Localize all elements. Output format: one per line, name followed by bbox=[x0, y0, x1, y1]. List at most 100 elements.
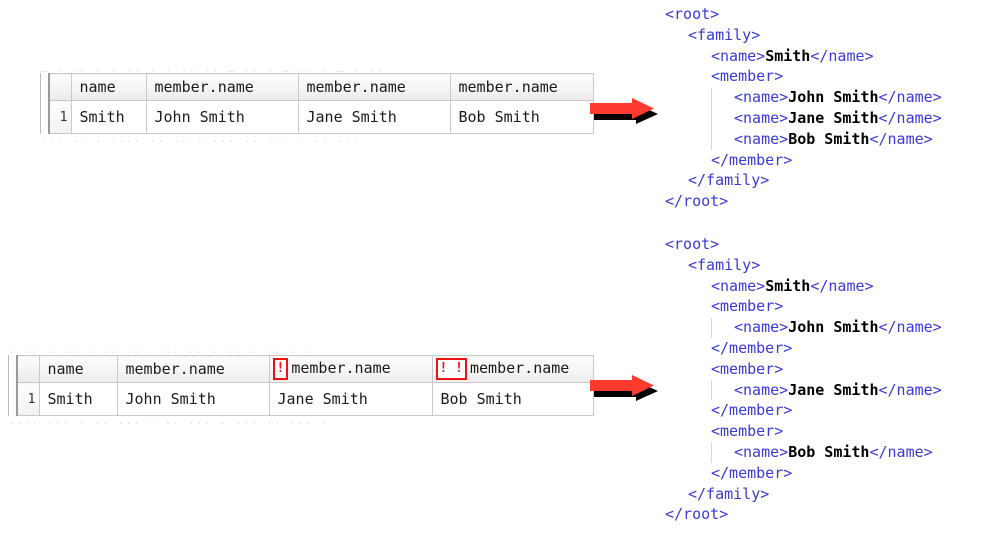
xml-tag: </name> bbox=[810, 46, 874, 65]
xml-tag: </name> bbox=[878, 88, 942, 107]
xml-tag: </root> bbox=[665, 192, 729, 211]
column-header-member-name-2[interactable]: !member.name bbox=[269, 355, 433, 383]
column-header-name[interactable]: name bbox=[39, 355, 118, 383]
xml-output-multi-member: <root><family><name>Smith</name><member>… bbox=[665, 234, 942, 525]
row-number-header bbox=[17, 355, 40, 383]
xml-tag: </member> bbox=[711, 150, 793, 169]
xml-indent-guide bbox=[711, 443, 712, 463]
xml-indent-guide bbox=[711, 88, 712, 150]
xml-line: <name>Bob Smith</name> bbox=[665, 129, 942, 150]
xml-tag: </name> bbox=[810, 276, 874, 295]
cell-member-name-2[interactable]: Jane Smith bbox=[298, 100, 451, 134]
arrow-bottom bbox=[590, 372, 662, 406]
xml-tag: </name> bbox=[878, 380, 942, 399]
xml-line: </family> bbox=[665, 170, 942, 191]
xml-tag: <name> bbox=[734, 442, 789, 461]
error-marker-icon[interactable]: ! bbox=[272, 358, 289, 380]
clipped-text-below-table-top: ··· ·· · ···· ·· ·· · ··· ·· ··· · ·· ··… bbox=[40, 135, 361, 145]
xml-tag: </name> bbox=[869, 442, 933, 461]
column-header-label: member.name bbox=[469, 359, 570, 377]
table-row[interactable]: 1 Smith John Smith Jane Smith Bob Smith bbox=[49, 100, 594, 134]
xml-tag: </name> bbox=[869, 129, 933, 148]
xml-line: <name>Bob Smith</name> bbox=[665, 442, 942, 463]
xml-tag: <name> bbox=[734, 318, 789, 337]
xml-line: <member> bbox=[665, 66, 942, 87]
xml-text-value: Jane Smith bbox=[788, 380, 879, 399]
table-left-gutter-bar bbox=[8, 355, 18, 416]
row-number-cell: 1 bbox=[49, 100, 72, 134]
column-header-member-name-1[interactable]: member.name bbox=[146, 73, 299, 101]
xml-tag: </family> bbox=[688, 484, 770, 503]
column-header-member-name-3[interactable]: member.name bbox=[450, 73, 594, 101]
xml-line: <family> bbox=[665, 25, 942, 46]
cell-name[interactable]: Smith bbox=[39, 382, 118, 416]
xml-text-value: Smith bbox=[765, 276, 811, 295]
xml-tag: <member> bbox=[711, 359, 784, 378]
xml-line: </root> bbox=[665, 504, 942, 525]
xml-tag: <name> bbox=[734, 108, 789, 127]
column-header-label: member.name bbox=[291, 359, 391, 377]
xml-tag: <family> bbox=[688, 25, 761, 44]
xml-tag: </member> bbox=[711, 401, 793, 420]
xml-tag: <family> bbox=[688, 255, 761, 274]
cell-member-name-3[interactable]: Bob Smith bbox=[432, 382, 594, 416]
xml-line: <name>Jane Smith</name> bbox=[665, 380, 942, 401]
table-widget-bottom: · ·· · ·· · ·· ·· · ·· ·· · ·· · ·· · · … bbox=[8, 346, 594, 427]
cell-member-name-1[interactable]: John Smith bbox=[117, 382, 270, 416]
result-grid-top[interactable]: name member.name member.name member.name… bbox=[49, 73, 594, 134]
table-header-row: name member.name !member.name ! !member.… bbox=[17, 355, 594, 383]
cell-name[interactable]: Smith bbox=[71, 100, 147, 134]
xml-line: <member> bbox=[665, 296, 942, 317]
xml-text-value: John Smith bbox=[788, 88, 879, 107]
xml-tag: <root> bbox=[665, 5, 720, 23]
xml-text-value: Jane Smith bbox=[788, 108, 879, 127]
xml-line: </member> bbox=[665, 463, 942, 484]
cell-member-name-2[interactable]: Jane Smith bbox=[269, 382, 433, 416]
xml-tag: <name> bbox=[734, 129, 789, 148]
xml-tag: </name> bbox=[878, 108, 942, 127]
xml-tag: <root> bbox=[665, 235, 720, 253]
xml-tag: <name> bbox=[711, 276, 766, 295]
arrow-right-icon bbox=[590, 98, 658, 124]
xml-tag: <name> bbox=[734, 88, 789, 107]
xml-line: <member> bbox=[665, 359, 942, 380]
column-header-member-name-1[interactable]: member.name bbox=[117, 355, 270, 383]
cell-member-name-3[interactable]: Bob Smith bbox=[450, 100, 594, 134]
row-number-cell: 1 bbox=[17, 382, 40, 416]
xml-line: </member> bbox=[665, 150, 942, 171]
column-header-name[interactable]: name bbox=[71, 73, 147, 101]
xml-line: <name>John Smith</name> bbox=[665, 317, 942, 338]
xml-tag: </name> bbox=[878, 318, 942, 337]
xml-tag: </family> bbox=[688, 171, 770, 190]
xml-tag: </member> bbox=[711, 463, 793, 482]
xml-output-single-member: <root><family><name>Smith</name><member>… bbox=[665, 4, 942, 212]
xml-line: <name>Smith</name> bbox=[665, 46, 942, 67]
xml-line: <name>John Smith</name> bbox=[665, 87, 942, 108]
xml-tag: <name> bbox=[711, 46, 766, 65]
arrow-right-icon bbox=[590, 375, 658, 401]
error-marker-icon[interactable]: ! ! bbox=[435, 358, 467, 380]
xml-line: <root> bbox=[665, 4, 942, 25]
xml-tag: </root> bbox=[665, 505, 729, 524]
xml-line: </root> bbox=[665, 191, 942, 212]
table-row[interactable]: 1 Smith John Smith Jane Smith Bob Smith bbox=[17, 382, 594, 416]
xml-tag: <member> bbox=[711, 422, 784, 441]
xml-line: </family> bbox=[665, 484, 942, 505]
xml-line: <name>Jane Smith</name> bbox=[665, 108, 942, 129]
clipped-text-below-table-bottom: ···· ··· · ·· ··· · ·· ··· · ··· ·· ··· … bbox=[8, 417, 329, 427]
table-header-row: name member.name member.name member.name bbox=[49, 73, 594, 101]
cell-member-name-1[interactable]: John Smith bbox=[146, 100, 299, 134]
xml-line: <family> bbox=[665, 255, 942, 276]
xml-line: </member> bbox=[665, 400, 942, 421]
column-header-member-name-3[interactable]: ! !member.name bbox=[432, 355, 594, 383]
result-grid-bottom[interactable]: name member.name !member.name ! !member.… bbox=[17, 355, 594, 416]
xml-text-value: Smith bbox=[765, 46, 811, 65]
table-widget-top: — · ·· · · ·· · · ·· ·· — ·· · — ·· · — … bbox=[40, 64, 594, 145]
xml-tag: <name> bbox=[734, 380, 789, 399]
xml-text-value: Bob Smith bbox=[788, 442, 870, 461]
table-left-gutter-bar bbox=[40, 73, 50, 134]
xml-tag: </member> bbox=[711, 338, 793, 357]
xml-tag: <member> bbox=[711, 297, 784, 316]
xml-line: <root> bbox=[665, 234, 942, 255]
column-header-member-name-2[interactable]: member.name bbox=[298, 73, 451, 101]
